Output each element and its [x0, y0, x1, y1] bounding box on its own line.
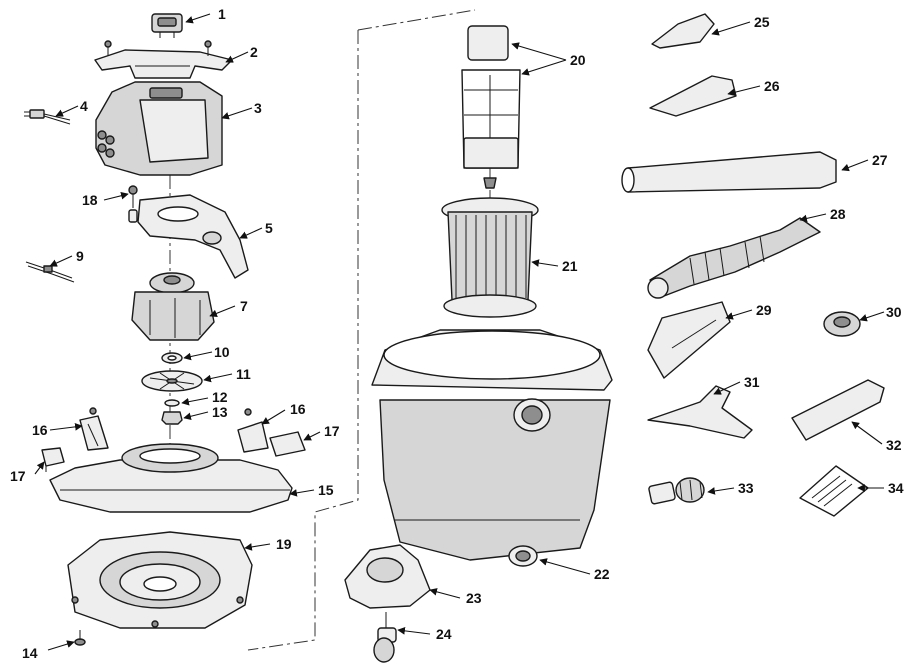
callout-30: 30 — [886, 304, 902, 320]
part-5-motor-base — [137, 194, 249, 279]
part-3-motor-cover — [95, 81, 223, 176]
callout-31: 31 — [744, 374, 760, 390]
callout-12: 12 — [212, 389, 228, 405]
callout-3: 3 — [254, 100, 262, 116]
callout-24: 24 — [436, 626, 452, 642]
part-17-latch-right — [269, 431, 306, 457]
part-24-caster — [373, 612, 397, 663]
callout-22: 22 — [594, 566, 610, 582]
part-19-filter-cage-base — [67, 531, 253, 629]
part-12-washer — [164, 399, 180, 407]
callout-14: 14 — [22, 645, 38, 661]
part-2-handle — [94, 40, 233, 79]
callout-16-left: 16 — [32, 422, 48, 438]
part-29-floor-nozzle — [647, 301, 731, 379]
part-1-switch — [151, 13, 183, 38]
callout-19: 19 — [276, 536, 292, 552]
part-18-screw — [128, 185, 138, 223]
part-11-impeller — [141, 370, 203, 392]
callout-1: 1 — [218, 6, 226, 22]
callout-21: 21 — [562, 258, 578, 274]
part-33-swivel-adapter — [648, 477, 705, 505]
part-26-crevice-tool — [649, 75, 737, 117]
callout-26: 26 — [764, 78, 780, 94]
callout-17-right: 17 — [324, 423, 340, 439]
part-21-cartridge-filter — [441, 197, 539, 318]
part-31-car-nozzle — [647, 385, 753, 439]
part-30-adapter — [823, 311, 861, 337]
callout-5: 5 — [265, 220, 273, 236]
callout-25: 25 — [754, 14, 770, 30]
part-23-caster-foot — [344, 544, 431, 609]
callout-4: 4 — [80, 98, 88, 114]
part-25-utility-nozzle — [651, 13, 715, 49]
callout-10: 10 — [214, 344, 230, 360]
part-27-extension-wand — [621, 151, 837, 193]
callout-27: 27 — [872, 152, 888, 168]
callout-11: 11 — [236, 366, 251, 382]
callout-20: 20 — [570, 52, 586, 68]
callout-13: 13 — [212, 404, 228, 420]
part-15-lid — [49, 443, 293, 513]
part-20-float-cage — [461, 25, 521, 189]
callout-29: 29 — [756, 302, 772, 318]
callout-15: 15 — [318, 482, 334, 498]
callout-33: 33 — [738, 480, 754, 496]
callout-18: 18 — [82, 192, 98, 208]
part-17-latch-left — [41, 447, 65, 472]
callout-23: 23 — [466, 590, 482, 606]
part-16-float-cage-left — [79, 407, 109, 451]
leader-lines — [34, 13, 885, 651]
part-10-washer — [161, 352, 183, 364]
part-9-wire — [25, 261, 75, 283]
callout-9: 9 — [76, 248, 84, 264]
callout-2: 2 — [250, 44, 258, 60]
callout-16-right: 16 — [290, 401, 306, 417]
part-4-cord-connector — [24, 109, 71, 125]
callout-labels: 1 2 3 4 5 7 9 10 11 12 13 14 15 16 16 17… — [10, 6, 904, 661]
callout-17-left: 17 — [10, 468, 26, 484]
part-34-manual — [799, 465, 869, 517]
part-13-nut — [161, 411, 183, 425]
callout-32: 32 — [886, 437, 902, 453]
callout-34: 34 — [888, 480, 904, 496]
callout-28: 28 — [830, 206, 846, 222]
part-32-wand — [791, 379, 885, 441]
part-28-hose — [647, 217, 821, 299]
part-14-screw — [74, 630, 86, 646]
part-16-float-cage-right — [237, 408, 269, 453]
part-7-motor — [131, 272, 215, 341]
part-22-drum — [371, 329, 613, 567]
callout-7: 7 — [240, 298, 248, 314]
